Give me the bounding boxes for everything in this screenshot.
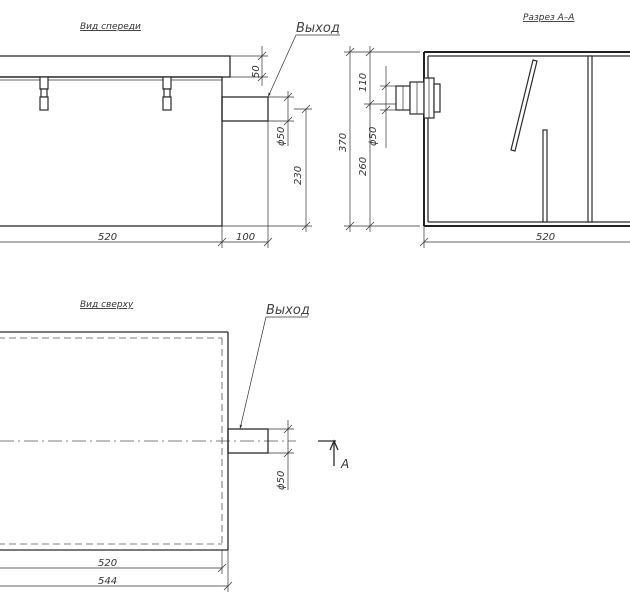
section-pipe-fitting [395, 77, 441, 119]
top-view-title: Вид сверху [80, 300, 134, 310]
section-dim-total-height: 370 [338, 133, 349, 152]
section-view-title: Разрез А–А [523, 13, 574, 23]
outlet-baffle [587, 55, 593, 223]
top-view: Вид сверху Выход ϕ50 A [0, 300, 349, 592]
top-dim-outer-length: 544 [98, 576, 117, 587]
top-outlet-pipe [227, 428, 269, 454]
front-dim-length: 520 [98, 232, 117, 243]
front-body [0, 76, 223, 227]
latch-left [39, 76, 49, 111]
top-dim-pipe-diameter: ϕ50 [276, 471, 287, 490]
front-view: Вид спереди Выход 520 100 [0, 21, 340, 248]
section-dim-bottom: 260 [358, 157, 369, 176]
front-dim-outlet-height: 230 [293, 166, 304, 185]
middle-baffle [542, 129, 548, 223]
front-lid [0, 55, 231, 78]
inlet-baffle [510, 59, 538, 152]
latch-right [162, 76, 172, 111]
front-view-title: Вид спереди [80, 22, 141, 32]
section-dim-pipe-diameter: ϕ50 [368, 127, 379, 146]
front-dim-lid: 50 [251, 65, 262, 78]
front-dim-outlet-length: 100 [236, 232, 255, 243]
section-view: Разрез А–А 370 [338, 13, 630, 248]
section-dim-length: 520 [536, 232, 555, 243]
front-dim-pipe-diameter: ϕ50 [276, 127, 287, 146]
section-dim-top: 110 [358, 73, 369, 92]
front-outlet-pipe [221, 96, 269, 122]
top-dim-inner-length: 520 [98, 558, 117, 569]
section-marker: A [318, 439, 349, 471]
front-outlet-label: Выход [296, 21, 340, 36]
top-outlet-label: Выход [266, 303, 310, 318]
section-marker-letter: A [340, 457, 349, 471]
